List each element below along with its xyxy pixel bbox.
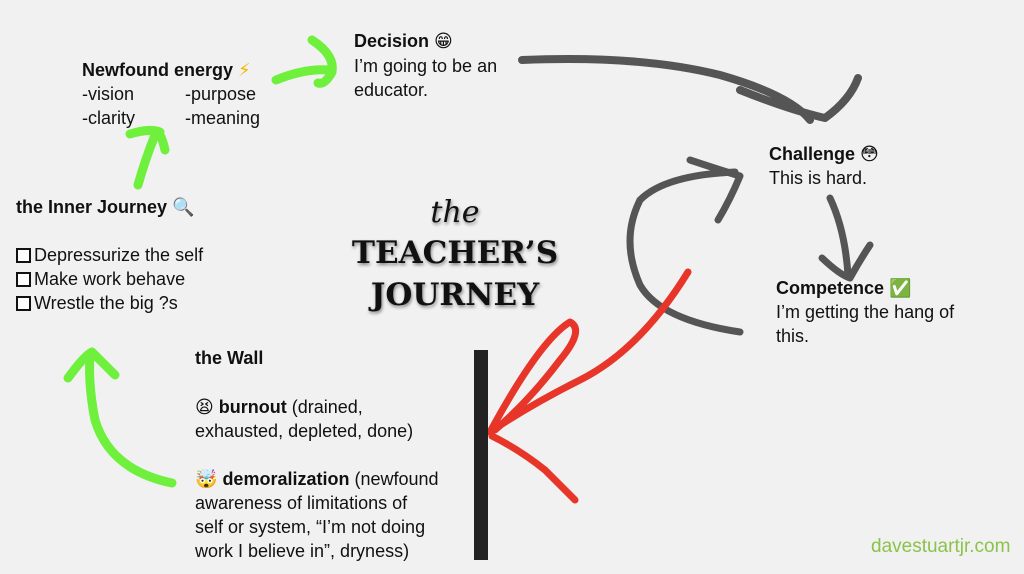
exploding-head-icon: 🤯 <box>195 469 218 489</box>
title-journey: JOURNEY <box>370 277 540 313</box>
burnout-text: (drained, <box>286 397 363 417</box>
site-credit: davestuartjr.com <box>871 536 1011 557</box>
challenge-heading: Challenge <box>769 144 856 164</box>
arrow-competence-to-challenge <box>626 156 744 336</box>
lightning-icon: ⚡ <box>238 60 251 80</box>
magnifier-icon: 🔍 <box>172 197 195 217</box>
decision-line: I’m going to be an <box>354 56 498 76</box>
arrow-competence-to-wall <box>486 268 692 504</box>
wall-bar <box>474 350 488 560</box>
newfound-item: -clarity <box>82 108 135 128</box>
demoralization-text: awareness of limitations of <box>195 493 408 513</box>
tired-face-icon: 😫 <box>195 397 214 417</box>
burnout-text: exhausted, depleted, done) <box>195 421 414 441</box>
checklist-label: Depressurize the self <box>34 245 204 265</box>
demoralization-text: work I believe in”, dryness) <box>195 541 410 561</box>
wall-heading: the Wall <box>195 348 264 368</box>
arrow-inner-to-newfound <box>125 125 170 190</box>
checkbox-icon[interactable] <box>16 272 31 287</box>
checklist-item: Wrestle the big ?s <box>16 291 178 315</box>
checkbox-icon[interactable] <box>16 248 31 263</box>
title-teachers: TEACHER’S <box>351 235 559 271</box>
demoralization-text: (newfound <box>349 469 439 489</box>
title-the: the <box>430 195 480 230</box>
checklist-item: Depressurize the self <box>16 243 203 267</box>
newfound-heading: Newfound energy <box>82 60 234 80</box>
arrow-newfound-to-decision <box>271 35 337 88</box>
grin-emoji-icon: 😁 <box>434 31 453 51</box>
competence-line: this. <box>776 326 810 346</box>
newfound-item: -purpose <box>185 84 257 104</box>
checklist-item: Make work behave <box>16 267 185 291</box>
competence-line: I’m getting the hang of <box>776 302 955 322</box>
newfound-item: -meaning <box>185 108 261 128</box>
inner-heading: the Inner Journey <box>16 197 168 217</box>
arrow-wall-to-inner <box>63 347 177 488</box>
arrow-challenge-to-competence <box>818 194 874 282</box>
burnout-term: burnout <box>218 397 287 417</box>
demoralization-text: self or system, “I’m not doing <box>195 517 426 537</box>
checklist-label: Make work behave <box>34 269 186 289</box>
decision-line: educator. <box>354 80 429 100</box>
flushed-face-icon: 😳 <box>860 144 879 164</box>
demoralization-term: demoralization <box>222 469 350 489</box>
challenge-line: This is hard. <box>769 168 868 188</box>
checklist-label: Wrestle the big ?s <box>34 293 178 313</box>
checkbox-icon[interactable] <box>16 296 31 311</box>
check-mark-icon: ✅ <box>889 278 912 298</box>
arrow-decision-to-challenge <box>518 55 862 124</box>
newfound-item: -vision <box>82 84 135 104</box>
decision-heading: Decision <box>354 31 430 51</box>
competence-heading: Competence <box>776 278 885 298</box>
